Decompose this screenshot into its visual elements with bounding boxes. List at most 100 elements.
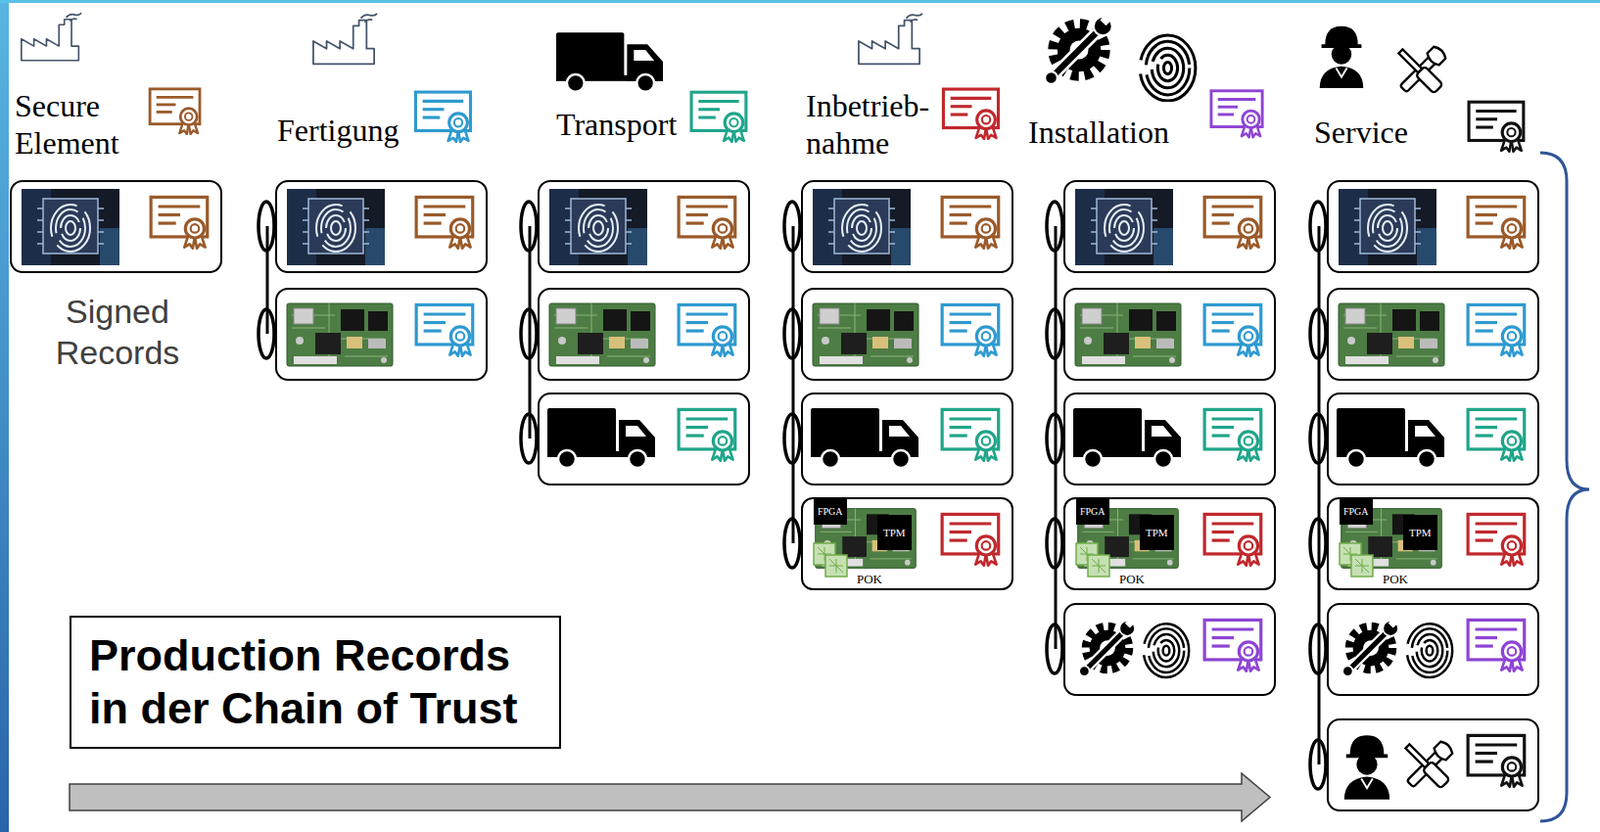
chip-label: TPM bbox=[877, 515, 912, 551]
certificate-icon bbox=[1204, 196, 1262, 248]
chain-link bbox=[258, 201, 275, 251]
stage-label: Fertigung bbox=[277, 111, 399, 149]
chip-icon bbox=[812, 188, 911, 266]
record-illustration bbox=[1064, 604, 1275, 696]
record-illustration bbox=[1064, 393, 1275, 485]
record-illustration bbox=[538, 393, 750, 485]
record-illustration bbox=[801, 393, 1013, 485]
certificate-icon bbox=[678, 409, 736, 461]
certificate-icon bbox=[1467, 196, 1525, 248]
certificate-icon bbox=[416, 304, 473, 356]
pcb-icon bbox=[812, 303, 919, 367]
chip-icon bbox=[1075, 188, 1174, 266]
chip-label: FPGA bbox=[813, 499, 848, 525]
record-box: FPGA TPM POK bbox=[800, 497, 1014, 591]
pok-label: POK bbox=[856, 571, 883, 587]
chain bbox=[1046, 201, 1063, 674]
truck-icon bbox=[1073, 408, 1181, 469]
record-box bbox=[1327, 393, 1539, 485]
chain bbox=[1310, 201, 1326, 790]
record-box bbox=[1064, 181, 1275, 273]
chip-icon bbox=[21, 188, 120, 266]
factory-icon bbox=[313, 13, 377, 64]
curly-brace bbox=[1540, 152, 1590, 822]
record-illustration bbox=[538, 181, 750, 273]
chain-link bbox=[1310, 414, 1326, 464]
chip-icon bbox=[549, 188, 648, 266]
chain-bar bbox=[1317, 226, 1321, 765]
certificate-icon bbox=[149, 89, 200, 135]
record-illustration bbox=[801, 181, 1013, 273]
record-box bbox=[1327, 181, 1539, 273]
greensq-icon bbox=[1087, 555, 1110, 577]
certificate-icon bbox=[1204, 304, 1262, 356]
chain-link bbox=[1310, 740, 1326, 790]
truck-icon bbox=[1336, 408, 1445, 469]
side-stripe bbox=[0, 0, 9, 832]
factory-icon bbox=[21, 12, 82, 60]
chain-bar bbox=[266, 226, 270, 334]
chain-link bbox=[1310, 201, 1326, 251]
chip-label: TPM bbox=[1139, 515, 1175, 551]
certificate-icon bbox=[1467, 514, 1525, 565]
certificate-icon bbox=[150, 196, 208, 248]
record-box: FPGATPMPOK bbox=[1063, 497, 1276, 591]
chain-link bbox=[784, 518, 800, 568]
certificate-icon bbox=[678, 196, 736, 248]
chain-bar bbox=[528, 226, 532, 439]
chain-link bbox=[784, 414, 800, 464]
chain bbox=[520, 201, 537, 464]
chain-link bbox=[520, 414, 537, 464]
gear-icon bbox=[1079, 618, 1135, 677]
certificate-icon bbox=[415, 92, 471, 142]
chain-link bbox=[1310, 624, 1326, 674]
record-box bbox=[276, 288, 487, 380]
worker-icon bbox=[1344, 735, 1390, 800]
worker-icon bbox=[1319, 26, 1365, 89]
certificate-icon bbox=[1204, 409, 1262, 461]
fp-icon bbox=[1143, 623, 1189, 678]
chain-link bbox=[1046, 414, 1063, 464]
record-box bbox=[801, 393, 1013, 485]
certificate-icon bbox=[1467, 409, 1525, 461]
banner-text: Production Records in der Chain of Trust bbox=[89, 629, 542, 736]
chain-link bbox=[520, 201, 537, 251]
chain-link bbox=[784, 201, 800, 251]
top-stripe bbox=[0, 0, 1600, 3]
stage-label: Transport bbox=[556, 105, 677, 143]
pcb-icon bbox=[549, 303, 656, 367]
gear-icon bbox=[1044, 13, 1113, 84]
chip-icon bbox=[1338, 188, 1437, 266]
certificate-icon bbox=[941, 409, 999, 461]
stage-label: Secure Element bbox=[14, 87, 162, 162]
chain-link bbox=[1310, 309, 1326, 359]
fingerprint-icon bbox=[1139, 35, 1196, 101]
record-box bbox=[1064, 288, 1275, 380]
record-box bbox=[538, 288, 750, 380]
chip-label: TPM bbox=[1403, 515, 1438, 551]
chain-bar bbox=[792, 226, 796, 544]
certificate-icon bbox=[1467, 304, 1525, 356]
chain bbox=[258, 201, 275, 359]
record-illustration bbox=[276, 288, 487, 380]
record-grid bbox=[10, 181, 1539, 811]
chip-label: FPGA bbox=[1339, 499, 1373, 525]
stage-label: Inbetrieb- nahme bbox=[805, 87, 953, 162]
chain-link bbox=[258, 309, 275, 359]
record-box bbox=[1327, 604, 1539, 696]
greensq-icon bbox=[825, 555, 848, 577]
record-box bbox=[801, 288, 1013, 380]
stage-label: Service bbox=[1314, 113, 1409, 151]
record-box bbox=[10, 181, 222, 273]
record-illustration bbox=[1064, 181, 1275, 273]
chain-bar bbox=[1054, 226, 1058, 650]
chip-icon bbox=[286, 188, 385, 266]
certificate-icon bbox=[941, 514, 999, 565]
record-illustration bbox=[1327, 181, 1539, 273]
record-illustration bbox=[276, 181, 487, 273]
chain bbox=[784, 201, 800, 568]
record-box bbox=[1327, 288, 1539, 380]
certificate-icon bbox=[1467, 735, 1525, 787]
caption-box: Production Records in der Chain of Trust bbox=[69, 615, 562, 750]
